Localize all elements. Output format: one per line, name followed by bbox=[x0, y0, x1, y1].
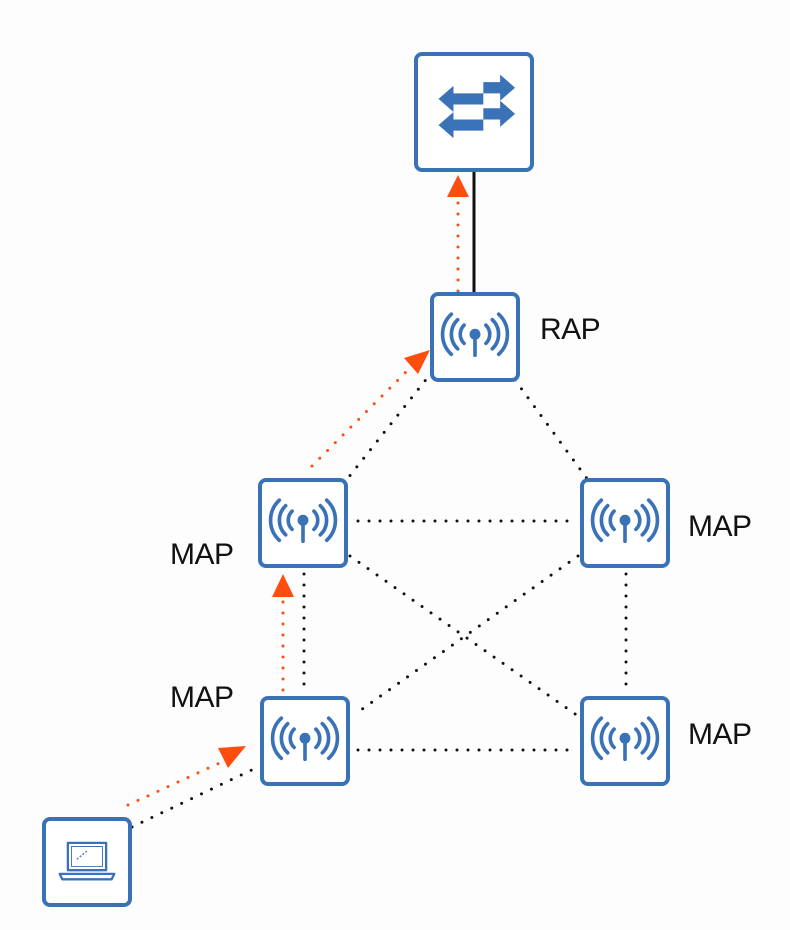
access-point-icon bbox=[590, 716, 660, 762]
node-switch[interactable] bbox=[414, 52, 534, 172]
traffic-client-to-map-bot-left bbox=[126, 758, 228, 807]
label-map-bot-right: MAP bbox=[688, 718, 752, 751]
node-client[interactable] bbox=[42, 817, 132, 907]
label-map-bot-left: MAP bbox=[170, 681, 234, 714]
link-rap-map-mid-left bbox=[346, 370, 434, 480]
link-client-map-bot-left bbox=[130, 764, 262, 829]
access-point-icon bbox=[590, 498, 660, 544]
node-map-mid-left[interactable] bbox=[258, 478, 348, 568]
access-point-icon bbox=[270, 716, 340, 762]
laptop-icon bbox=[58, 841, 116, 881]
access-point-icon bbox=[268, 498, 338, 544]
link-map-mid-right-map-bot-left bbox=[356, 554, 580, 714]
traffic-map-mid-left-to-rap bbox=[310, 368, 410, 468]
switch-icon bbox=[438, 74, 516, 139]
access-point-icon bbox=[440, 312, 510, 358]
arrowhead-to-map-bot-left bbox=[218, 746, 246, 768]
label-map-mid-right: MAP bbox=[688, 510, 752, 543]
arrowhead-to-map-mid-left bbox=[272, 574, 294, 597]
link-rap-map-mid-right bbox=[513, 378, 590, 482]
label-rap: RAP bbox=[540, 313, 601, 346]
node-map-mid-right[interactable] bbox=[580, 478, 670, 568]
arrowhead-to-rap bbox=[404, 350, 430, 374]
link-map-mid-left-map-bot-right bbox=[348, 554, 580, 718]
node-map-bot-left[interactable] bbox=[260, 696, 350, 786]
node-rap[interactable] bbox=[430, 292, 520, 382]
label-map-mid-left: MAP bbox=[170, 538, 234, 571]
node-map-bot-right[interactable] bbox=[580, 696, 670, 786]
arrowhead-to-switch bbox=[447, 175, 469, 197]
